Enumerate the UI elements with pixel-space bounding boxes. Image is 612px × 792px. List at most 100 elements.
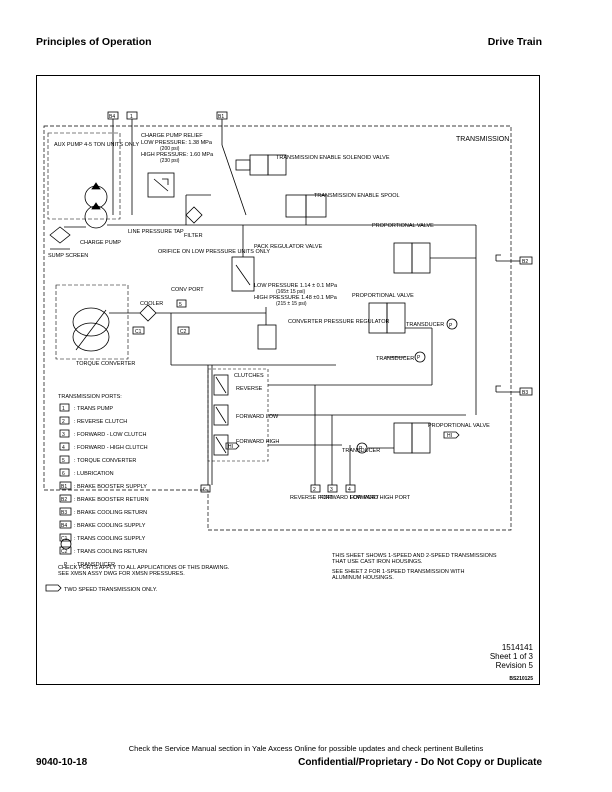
forward-high-clutch-symbol <box>213 434 229 456</box>
tag-hi-2 <box>443 431 460 439</box>
check-ports-note-1: CHECK PORTS APPLY TO ALL APPLICATIONS OF… <box>58 565 230 571</box>
solenoid-valve-label: TRANSMISSION ENABLE SOLENOID VALVE <box>276 155 390 161</box>
image-code: BS210125 <box>509 676 533 682</box>
port-code: 4 <box>62 445 65 451</box>
transmission-boundary <box>43 125 512 531</box>
port-desc: : BRAKE BOOSTER RETURN <box>74 497 149 503</box>
tag-2: 2 <box>313 487 316 493</box>
forward-low-label: FORWARD LOW <box>236 414 279 420</box>
port-desc: : FORWARD - HIGH CLUTCH <box>74 445 148 451</box>
sump-screen-label: SUMP SCREEN <box>48 253 88 259</box>
tag-box-3 <box>327 484 338 493</box>
drawing-number: 1514141 <box>502 643 534 652</box>
transducer-p-1: P <box>449 323 453 329</box>
tag-box-5 <box>176 299 187 308</box>
legend-transducer-circle <box>60 538 72 550</box>
port-code: B3 <box>61 510 67 516</box>
reverse-clutch-symbol <box>213 374 229 396</box>
orifice-label: ORIFICE ON LOW PRESSURE UNITS ONLY <box>158 249 270 255</box>
ports-title: TRANSMISSION PORTS: <box>58 394 122 400</box>
port-desc: : LUBRICATION <box>74 471 114 477</box>
forward-high-port-label: FORWARD HIGH PORT <box>350 495 411 501</box>
port-code: C1 <box>61 536 68 542</box>
port-code: B2 <box>61 497 67 503</box>
tag-b2: B2 <box>522 259 528 265</box>
converter-regulator-symbol <box>257 324 277 350</box>
tag-1: 1 <box>130 114 133 120</box>
conv-port-label: CONV PORT <box>171 287 204 293</box>
tag-b1: B1 <box>218 114 224 120</box>
charge-relief-valve <box>147 172 175 198</box>
chapter-title: Drive Train <box>487 36 542 48</box>
filter-symbol <box>185 206 203 224</box>
check-ports-note-2: SEE XMSN ASSY DWG FOR XMSN PRESSURES. <box>58 571 185 577</box>
tag-box-b1 <box>216 111 228 120</box>
tag-box-6 <box>200 484 211 493</box>
transducer-symbol-3 <box>356 442 368 454</box>
tag-5: 5 <box>179 302 182 308</box>
tag-box-b3 <box>519 387 533 396</box>
tag-box-4 <box>345 484 356 493</box>
charge-pump-label: CHARGE PUMP <box>80 240 121 246</box>
cooler-label: COOLER <box>140 301 163 307</box>
sheet-number: Sheet 1 of 3 <box>490 652 534 661</box>
proportional-valve-3b <box>411 422 431 454</box>
line-pressure-tap-label: LINE PRESSURE TAP <box>128 229 184 235</box>
pack-regulator-symbol <box>231 256 255 292</box>
proportional-valve-label-2: PROPORTIONAL VALVE <box>352 293 414 299</box>
section-title: Principles of Operation <box>36 36 152 48</box>
filter-label: FILTER <box>184 233 203 239</box>
reverse-label: REVERSE <box>236 386 263 392</box>
proportional-valve-label-3: PROPORTIONAL VALVE <box>428 423 490 429</box>
transducer-symbol-2 <box>414 351 426 363</box>
tag-4: 4 <box>348 487 351 493</box>
aux-pump-box <box>47 132 121 220</box>
port-code: 3 <box>62 432 65 438</box>
tag-b3: B3 <box>522 390 528 396</box>
proportional-valve-1a <box>393 242 413 274</box>
converter-regulator-label: CONVERTER PRESSURE REGULATOR <box>288 319 389 325</box>
proportional-valve-2b <box>386 302 406 334</box>
footer-note: Check the Service Manual section in Yale… <box>128 744 484 753</box>
port-desc: : REVERSE CLUTCH <box>74 419 127 425</box>
port-desc: : TRANS COOLING SUPPLY <box>74 536 146 542</box>
hydraulic-schematic: TRANSMISSION AUX PUMP 4-5 TON UNITS ONLY… <box>43 111 534 682</box>
pack-low-pressure: LOW PRESSURE 1.14 ± 0.1 MPa <box>254 283 338 289</box>
low-pressure-relief-psi: (200 psi) <box>160 146 180 152</box>
tag-3: 3 <box>330 487 333 493</box>
low-pressure-relief: LOW PRESSURE: 1.38 MPa <box>141 140 213 146</box>
port-code: P <box>64 562 68 568</box>
transducer-symbol-1 <box>446 318 458 330</box>
port-desc: : TRANS COOLING RETURN <box>74 549 147 555</box>
transducer-label-2: TRANSDUCER <box>376 356 414 362</box>
tag-box-1 <box>126 111 138 120</box>
port-desc: : BRAKE COOLING SUPPLY <box>74 523 146 529</box>
port-desc: : TRANSDUCER <box>74 562 115 568</box>
torque-converter-box <box>55 284 129 360</box>
port-code: 5 <box>62 458 65 464</box>
enable-spool-lower <box>305 194 327 218</box>
transducer-p-3: P <box>359 446 363 452</box>
legend-port-boxes <box>59 403 72 555</box>
port-code: 6 <box>62 471 65 477</box>
port-code: B1 <box>61 484 67 490</box>
port-desc: : BRAKE COOLING RETURN <box>74 510 147 516</box>
tag-hi-text-2: HI <box>447 433 452 439</box>
confidential-notice: Confidential/Proprietary - Do Not Copy o… <box>298 757 542 768</box>
torque-converter-label: TORQUE CONVERTER <box>76 361 135 367</box>
proportional-valve-3a <box>393 422 413 454</box>
sheet-note-2: THAT USE CAST IRON HOUSINGS. <box>332 559 423 565</box>
proportional-valve-1b <box>411 242 431 274</box>
proportional-valve-2a <box>368 302 388 334</box>
sheet-note-3: SEE SHEET 2 FOR 1-SPEED TRANSMISSION WIT… <box>332 569 464 575</box>
port-code: 2 <box>62 419 65 425</box>
tag-c1: C1 <box>135 329 142 335</box>
solenoid-coil <box>235 159 251 171</box>
forward-low-port-label: FORWARD LOW PORT <box>320 495 380 501</box>
clutches-label: CLUTCHES <box>234 373 264 379</box>
tag-box-c2 <box>177 326 190 335</box>
tag-box-2 <box>310 484 321 493</box>
tag-hi-text-1: HI <box>228 444 233 450</box>
port-desc: : BRAKE BOOSTER SUPPLY <box>74 484 147 490</box>
tag-c2: C2 <box>180 329 187 335</box>
